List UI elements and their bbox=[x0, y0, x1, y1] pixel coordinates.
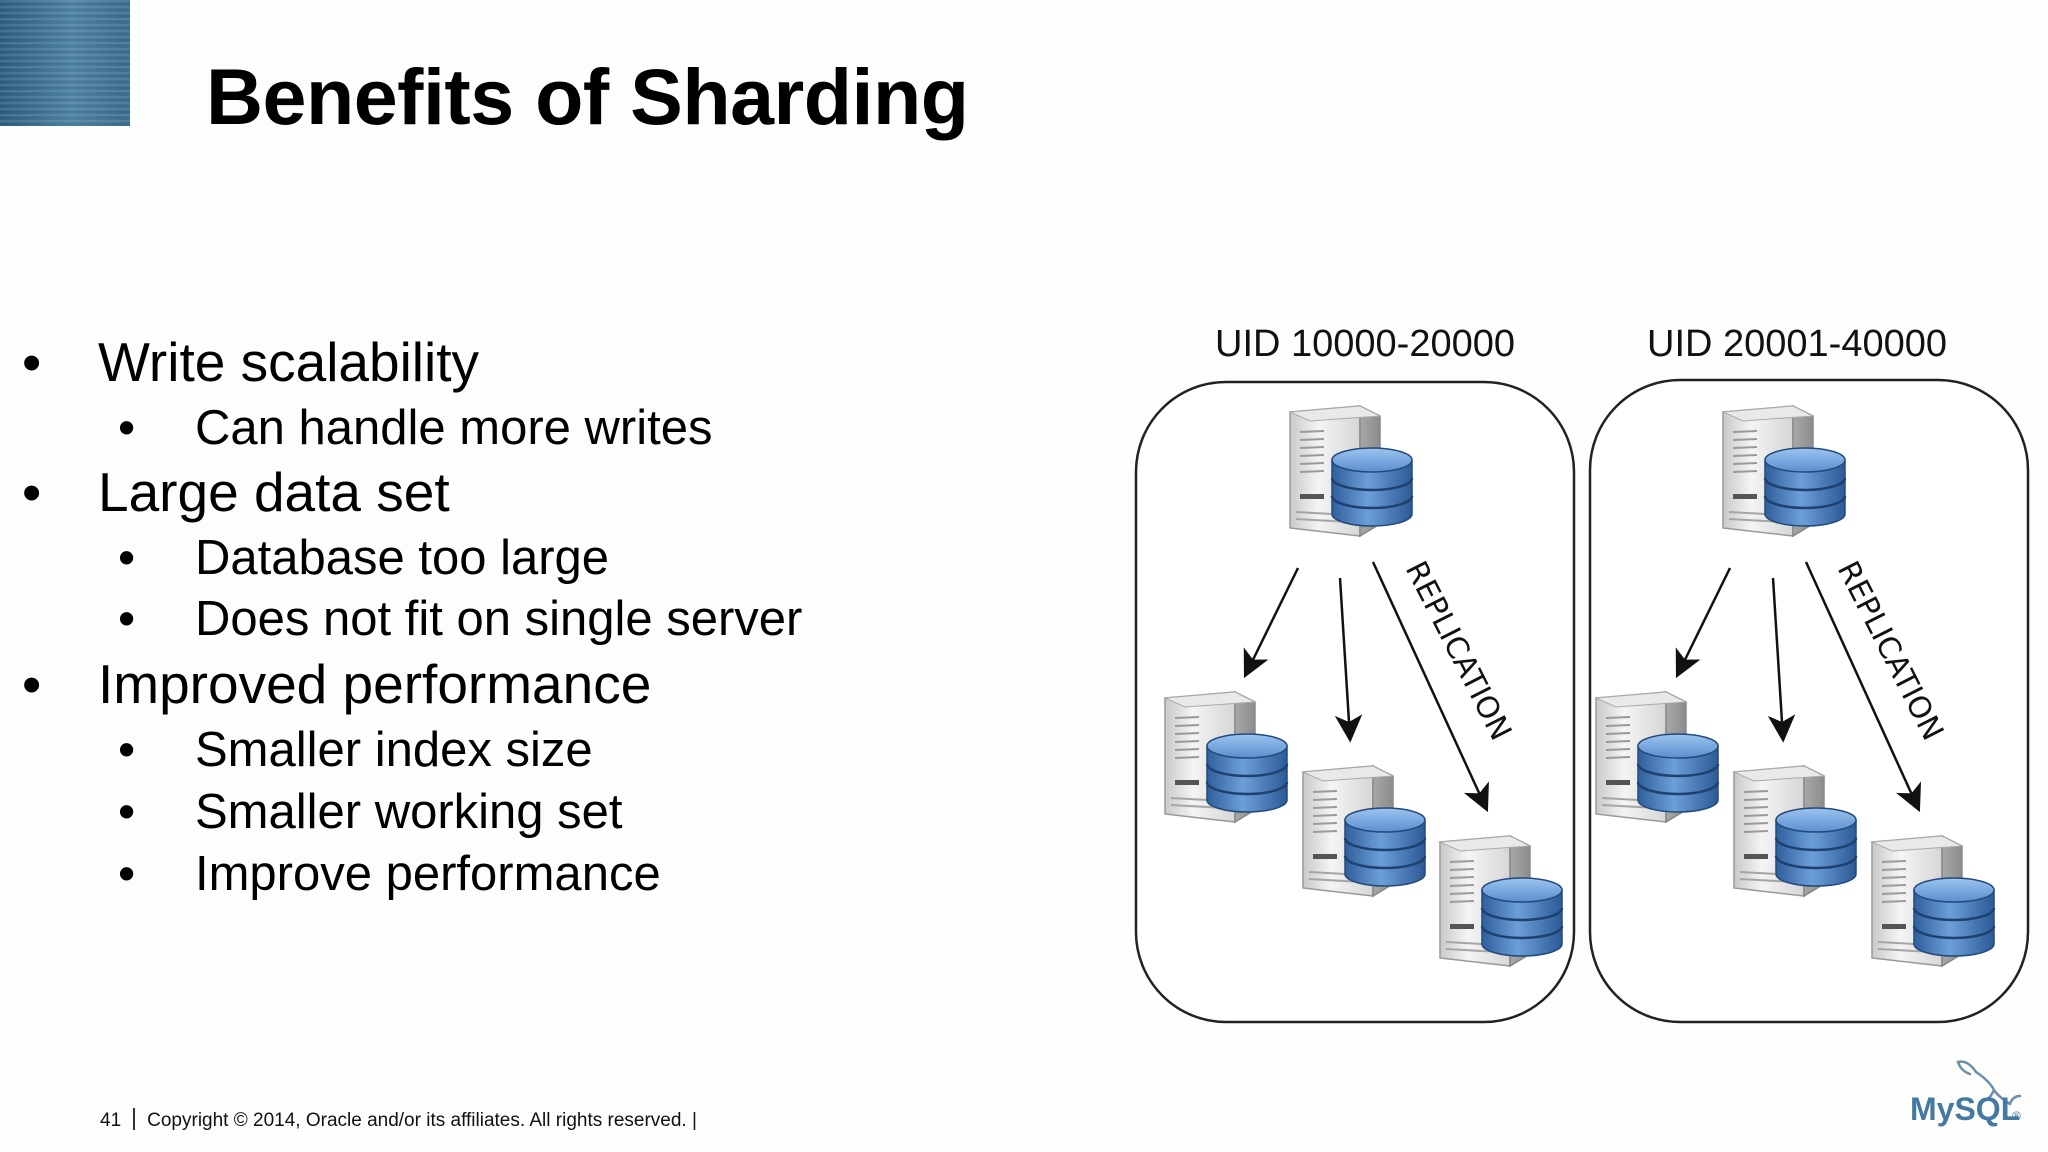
slide-title: Benefits of Sharding bbox=[206, 52, 969, 141]
bullet-text: Large data set bbox=[98, 461, 450, 523]
footer-trailing-bar: | bbox=[692, 1110, 697, 1131]
copyright-text: Copyright © 2014, Oracle and/or its affi… bbox=[147, 1110, 687, 1131]
shard-label: UID 10000-20000 bbox=[1215, 323, 1515, 365]
bullet-marker: • bbox=[118, 723, 136, 777]
bullet-marker: • bbox=[22, 331, 42, 393]
page-number: 41 bbox=[100, 1110, 122, 1131]
bullet-list: • Write scalability • Can handle more wr… bbox=[22, 331, 803, 901]
sub-bullet-text: Database too large bbox=[195, 531, 610, 585]
logo-trademark: ® bbox=[2012, 1109, 2021, 1123]
arrow-icon bbox=[1243, 561, 1489, 813]
arrow-icon bbox=[1675, 561, 1922, 813]
bullet-marker: • bbox=[118, 531, 136, 585]
logo-wordmark: MySQL bbox=[1910, 1091, 2020, 1127]
sub-bullet-text: Does not fit on single server bbox=[195, 592, 803, 646]
slide-footer: 41 Copyright © 2014, Oracle and/or its af… bbox=[100, 1108, 697, 1132]
mysql-logo: MySQL ® bbox=[1910, 1060, 2022, 1127]
bullet-text: Write scalability bbox=[98, 331, 480, 393]
sub-bullet-text: Smaller working set bbox=[195, 785, 623, 839]
shard-group: UID 10000-20000 REPLICATION bbox=[1134, 323, 1576, 1024]
footer-divider bbox=[133, 1108, 136, 1130]
sharding-diagram: UID 10000-20000 REPLICATION UID 20001-40… bbox=[1134, 323, 2030, 1024]
bullet-marker: • bbox=[118, 401, 136, 455]
bullet-marker: • bbox=[22, 461, 42, 523]
sub-bullet-text: Can handle more writes bbox=[195, 401, 713, 455]
dolphin-icon bbox=[1956, 1060, 2022, 1106]
bullet-marker: • bbox=[118, 847, 136, 901]
shard-label: UID 20001-40000 bbox=[1647, 323, 1947, 365]
bullet-marker: • bbox=[118, 592, 136, 646]
bullet-marker: • bbox=[22, 653, 42, 715]
corner-decoration bbox=[0, 0, 130, 126]
bullet-marker: • bbox=[118, 785, 136, 839]
shard-group: UID 20001-40000 REPLICATION bbox=[1588, 323, 2030, 1024]
sub-bullet-text: Smaller index size bbox=[195, 723, 593, 777]
sub-bullet-text: Improve performance bbox=[195, 847, 661, 901]
bullet-text: Improved performance bbox=[98, 653, 652, 715]
